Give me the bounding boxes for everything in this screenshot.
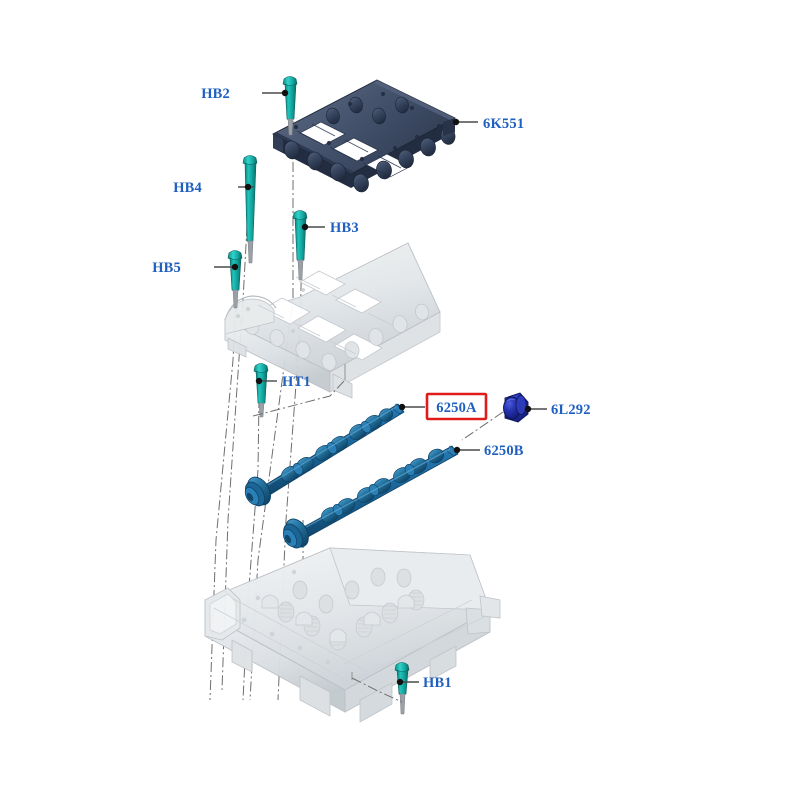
callout-6250A[interactable]: 6250A [398, 392, 488, 421]
label-6L292: 6L292 [551, 402, 591, 418]
label-HB4: HB4 [173, 180, 202, 196]
part-6250A-camshaft[interactable] [241, 403, 405, 509]
plug-assembly-path [461, 411, 504, 441]
part-6L292-plug[interactable] [503, 392, 529, 423]
leader-dot-6250A [398, 403, 406, 411]
callout-HT1[interactable]: HT1 [255, 374, 311, 390]
leader-dot-HB2 [281, 89, 289, 97]
leader-dot-6K551 [452, 118, 460, 126]
callout-HB5[interactable]: HB5 [152, 260, 239, 276]
leader-dot-HB3 [301, 223, 309, 231]
callout-6K551[interactable]: 6K551 [452, 116, 524, 132]
label-HB5: HB5 [152, 260, 181, 276]
callout-HB3[interactable]: HB3 [301, 220, 359, 236]
leader-dot-HB4 [244, 183, 252, 191]
leader-dot-6L292 [524, 405, 532, 413]
label-6250A: 6250A [436, 400, 477, 416]
part-HT1-bolt[interactable] [253, 363, 269, 418]
callout-6L292[interactable]: 6L292 [524, 402, 591, 418]
callout-HB2[interactable]: HB2 [201, 86, 289, 102]
part-6K551-camshaft-carrier[interactable] [272, 79, 457, 193]
label-HB3: HB3 [330, 220, 359, 236]
label-HT1: HT1 [282, 374, 311, 390]
callout-layer: HB2 6K551 HB4 HB3 [152, 86, 590, 691]
leader-dot-HT1 [255, 377, 263, 385]
label-HB2: HB2 [201, 86, 230, 102]
leader-dot-HB5 [231, 263, 239, 271]
callout-6250B[interactable]: 6250B [453, 443, 524, 459]
part-HB1-bolt[interactable] [394, 662, 410, 715]
part-HB2-bolt[interactable] [282, 76, 298, 136]
camshaft-carrier-ghost [223, 242, 441, 399]
part-HB3-bolt[interactable] [292, 210, 308, 281]
callout-HB4[interactable]: HB4 [173, 180, 254, 196]
label-HB1: HB1 [423, 675, 452, 691]
leader-dot-6250B [453, 446, 461, 454]
label-6K551: 6K551 [483, 116, 524, 132]
highlight-box-6250A [425, 392, 488, 421]
leader-dot-HB1 [396, 678, 404, 686]
label-6250B: 6250B [484, 443, 524, 459]
ht1-assembly-path [252, 379, 346, 417]
part-6250B-camshaft[interactable] [280, 445, 459, 551]
cylinder-head-ghost [204, 547, 501, 723]
hb1-assembly-path [351, 677, 403, 703]
callout-HB1[interactable]: HB1 [396, 675, 452, 691]
part-HB4-bolt[interactable] [242, 155, 258, 264]
